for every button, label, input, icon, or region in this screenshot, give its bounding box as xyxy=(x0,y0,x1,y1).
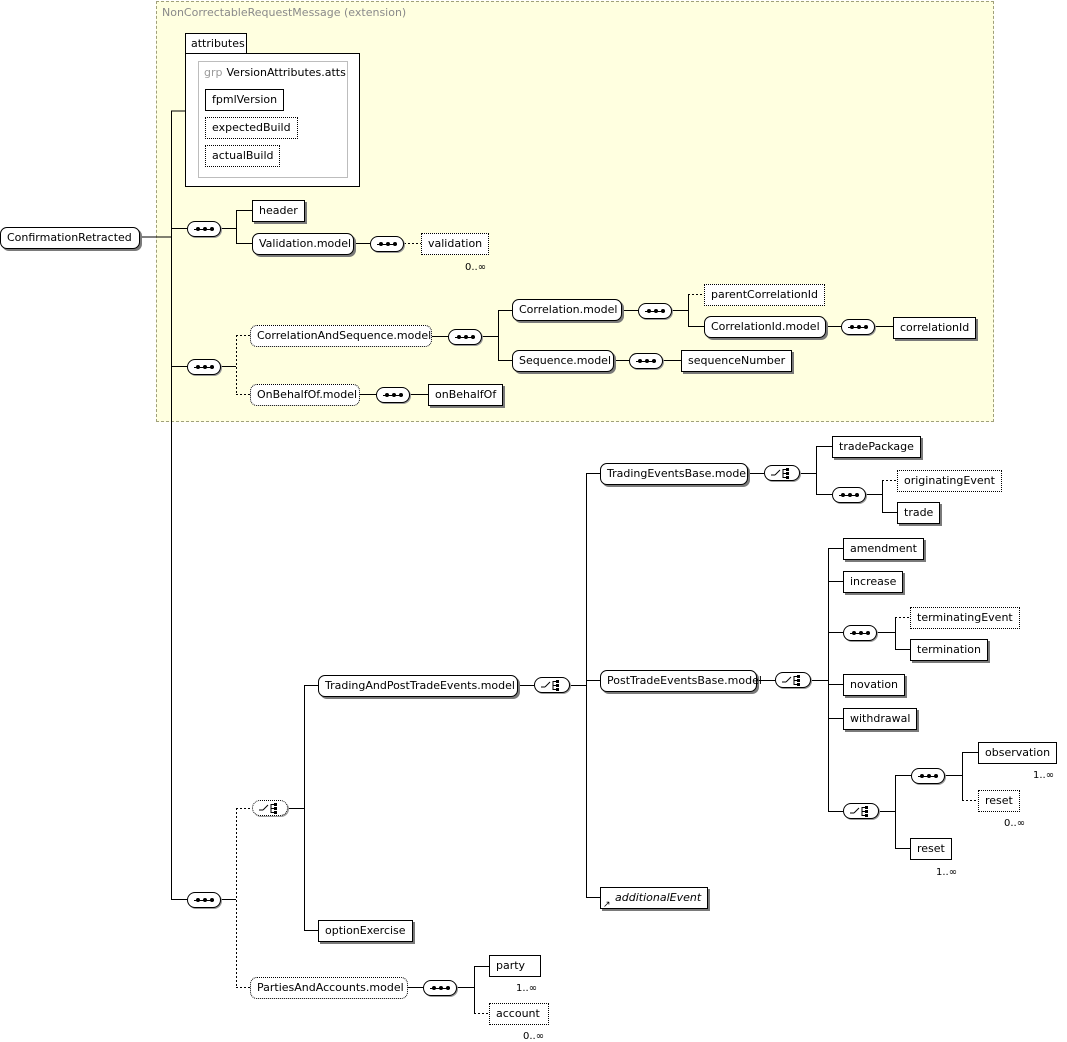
group-on-behalf-of-model[interactable]: OnBehalfOf.model xyxy=(250,384,360,406)
group-post-trade-events-base-model[interactable]: PostTradeEventsBase.model xyxy=(600,670,762,692)
element-party[interactable]: party xyxy=(489,955,544,980)
group-sequence-model[interactable]: Sequence.model xyxy=(512,350,614,372)
sequence-compositor[interactable] xyxy=(629,353,663,369)
choice-compositor[interactable] xyxy=(534,677,570,693)
sequence-compositor[interactable] xyxy=(423,980,457,996)
sequence-compositor[interactable] xyxy=(376,387,410,403)
element-option-exercise[interactable]: optionExercise xyxy=(318,920,413,942)
element-header[interactable]: header xyxy=(252,200,305,222)
group-name: VersionAttributes.atts xyxy=(226,66,346,79)
root-element[interactable]: ConfirmationRetracted xyxy=(0,227,140,249)
sequence-compositor[interactable] xyxy=(841,319,875,335)
element-trade[interactable]: trade xyxy=(897,502,941,524)
group-correlation-and-sequence-model[interactable]: CorrelationAndSequence.model xyxy=(250,325,432,347)
cardinality-observation: 1..∞ xyxy=(1033,770,1055,781)
choice-compositor[interactable] xyxy=(252,800,288,816)
sequence-compositor[interactable] xyxy=(843,625,877,641)
group-parties-and-accounts-model[interactable]: PartiesAndAccounts.model xyxy=(250,977,408,999)
sequence-compositor[interactable] xyxy=(370,236,404,252)
group-trading-events-base-model[interactable]: TradingEventsBase.model xyxy=(600,463,749,485)
choice-compositor[interactable] xyxy=(775,672,811,688)
sequence-compositor[interactable] xyxy=(448,329,482,345)
element-sequence-number[interactable]: sequenceNumber xyxy=(681,350,793,372)
element-parent-correlation-id[interactable]: parentCorrelationId xyxy=(704,284,825,306)
attribute-actualbuild[interactable]: actualBuild xyxy=(205,145,281,167)
group-keyword: grp xyxy=(204,66,223,79)
sequence-compositor[interactable] xyxy=(187,221,221,237)
group-correlation-id-model[interactable]: CorrelationId.model xyxy=(704,316,826,338)
attribute-fpmlversion[interactable]: fpmlVersion xyxy=(205,89,285,111)
element-observation[interactable]: observation xyxy=(978,742,1061,767)
choice-compositor[interactable] xyxy=(764,465,800,481)
element-novation[interactable]: novation xyxy=(843,674,906,696)
element-amendment[interactable]: amendment xyxy=(843,538,924,560)
group-correlation-model[interactable]: Correlation.model xyxy=(512,299,622,321)
additional-event-label: additionalEvent xyxy=(615,891,702,904)
element-termination[interactable]: termination xyxy=(910,639,988,661)
element-on-behalf-of[interactable]: onBehalfOf xyxy=(428,384,504,406)
element-withdrawal[interactable]: withdrawal xyxy=(843,708,918,730)
cardinality-account: 0..∞ xyxy=(523,1031,545,1042)
choice-compositor[interactable] xyxy=(843,803,879,819)
cardinality-party: 1..∞ xyxy=(516,983,538,994)
attributes-tab: attributes xyxy=(185,33,247,53)
element-validation[interactable]: validation xyxy=(421,233,493,258)
group-trading-and-post-trade-events-model[interactable]: TradingAndPostTradeEvents.model xyxy=(318,675,518,697)
reference-arrow-icon: ↗ xyxy=(603,900,611,910)
element-correlation-id[interactable]: correlationId xyxy=(893,317,977,339)
element-reset[interactable]: reset xyxy=(910,838,955,863)
sequence-compositor[interactable] xyxy=(187,359,221,375)
element-originating-event[interactable]: originatingEvent xyxy=(897,470,1002,492)
sequence-compositor[interactable] xyxy=(832,487,866,503)
cardinality-validation: 0..∞ xyxy=(465,262,487,273)
sequence-compositor[interactable] xyxy=(911,768,945,784)
attribute-expectedbuild[interactable]: expectedBuild xyxy=(205,117,298,139)
element-trade-package[interactable]: tradePackage xyxy=(832,436,921,458)
extension-title: NonCorrectableRequestMessage (extension) xyxy=(162,6,407,19)
element-additional-event[interactable]: ↗ additionalEvent xyxy=(600,887,709,910)
element-terminating-event[interactable]: terminatingEvent xyxy=(910,607,1020,629)
element-reset-optional[interactable]: reset xyxy=(978,790,1023,815)
cardinality-reset: 1..∞ xyxy=(936,867,958,878)
element-increase[interactable]: increase xyxy=(843,571,904,593)
cardinality-reset-optional: 0..∞ xyxy=(1004,818,1026,829)
sequence-compositor[interactable] xyxy=(187,892,221,908)
sequence-compositor[interactable] xyxy=(638,303,672,319)
group-validation-model[interactable]: Validation.model xyxy=(252,233,354,255)
element-account[interactable]: account xyxy=(489,1003,552,1028)
